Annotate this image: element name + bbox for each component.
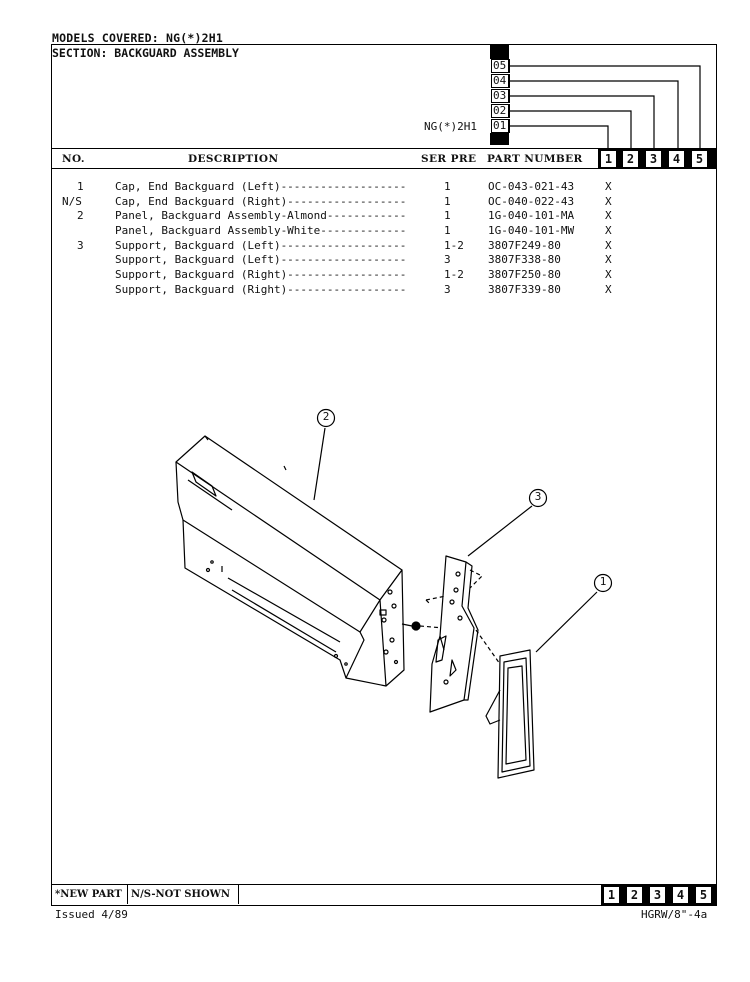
row-ser-pre: 3 [444,253,451,266]
col-description: DESCRIPTION [188,153,279,165]
row-description: Support, Backguard (Left)---------------… [115,253,407,266]
row-part-number: 1G-040-101-MW [488,224,575,237]
row-part-number: 3807F250-80 [488,268,561,281]
footer-not-shown: N/S-NOT SHOWN [128,885,239,904]
row-part-number: 3807F339-80 [488,283,561,296]
row-mark: X [605,195,612,208]
row-mark: X [605,209,612,222]
row-no: 2 [77,209,84,222]
row-ser-pre: 1 [444,209,451,222]
row-description: Cap, End Backguard (Left)---------------… [115,180,407,193]
model-code-01: 01 [491,119,510,133]
col-ser-pre: SER PRE [421,153,477,165]
support-bracket-drawing [425,555,483,713]
row-ser-pre: 1 [444,195,451,208]
header-model-1: 1 [600,150,617,168]
row-ser-pre: 3 [444,283,451,296]
models-covered-header: MODELS COVERED: NG(*)2H1 [52,31,223,45]
section-title: SECTION: BACKGUARD ASSEMBLY [52,46,239,60]
row-description: Cap, End Backguard (Right)--------------… [115,195,407,208]
row-description: Panel, Backguard Assembly-White---------… [115,224,407,237]
footer-model-5: 5 [695,886,712,904]
row-ser-pre: 1-2 [444,268,464,281]
row-part-number: 3807F249-80 [488,239,561,252]
footer-new-part: *NEW PART [52,885,128,904]
footer-model-2: 2 [626,886,643,904]
header-model-4: 4 [668,150,685,168]
row-mark: X [605,224,612,237]
footer-model-1: 1 [603,886,620,904]
row-description: Support, Backguard (Left)---------------… [115,239,407,252]
header-model-2: 2 [622,150,639,168]
callout-3-label: 3 [534,490,542,503]
footer-model-4: 4 [672,886,689,904]
model-name-label: NG(*)2H1 [424,120,477,133]
row-mark: X [605,253,612,266]
row-no: 1 [77,180,84,193]
row-no: 3 [77,239,84,252]
row-part-number: OC-040-022-43 [488,195,575,208]
callout-2-label: 2 [322,410,330,423]
row-description: Panel, Backguard Assembly-Almond--------… [115,209,407,222]
callout-1-label: 1 [599,575,607,588]
page-frame [51,44,717,906]
row-mark: X [605,268,612,281]
end-cap-drawing [475,629,535,779]
header-model-3: 3 [645,150,662,168]
row-ser-pre: 1 [444,224,451,237]
row-mark: X [605,180,612,193]
row-part-number: OC-043-021-43 [488,180,575,193]
issued-date: Issued 4/89 [55,908,128,921]
callout-2-bubble [316,408,336,428]
callout-3-bubble [528,488,548,508]
model-code-03: 03 [491,89,510,103]
row-ser-pre: 1-2 [444,239,464,252]
header-model-5: 5 [691,150,708,168]
row-description: Support, Backguard (Right)--------------… [115,283,407,296]
callout-1-bubble [593,573,613,593]
row-part-number: 1G-040-101-MA [488,209,575,222]
row-mark: X [605,283,612,296]
row-no: N/S [62,195,82,208]
document-number: HGRW/8"-4a [641,908,708,921]
row-description: Support, Backguard (Right)--------------… [115,268,407,281]
screw-drawing [401,621,445,631]
model-code-02: 02 [491,104,510,118]
row-mark: X [605,239,612,252]
footer-model-3: 3 [649,886,666,904]
row-ser-pre: 1 [444,180,451,193]
panel-assembly-drawing [175,435,405,687]
row-part-number: 3807F338-80 [488,253,561,266]
col-no: NO. [62,153,85,165]
col-part-number: PART NUMBER [487,153,583,165]
